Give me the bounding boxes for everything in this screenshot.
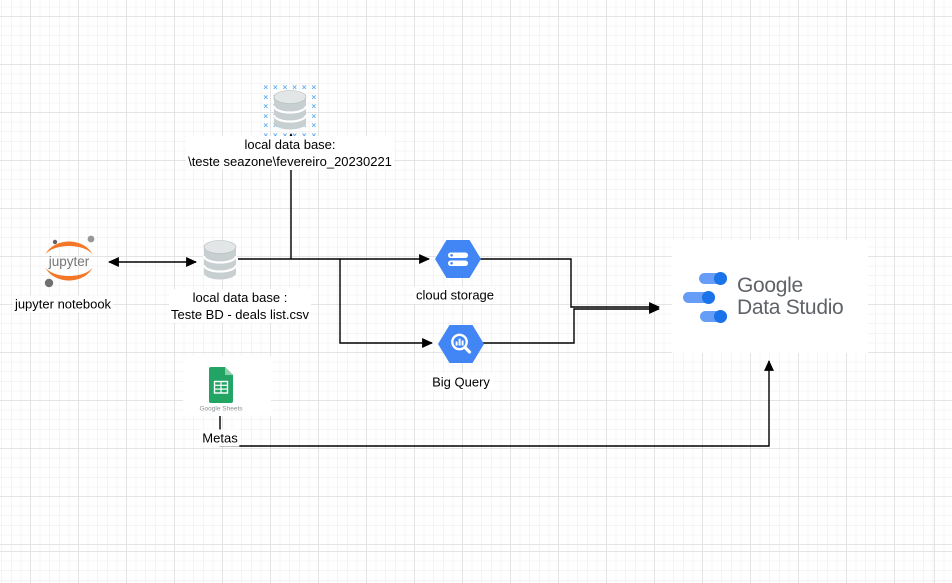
label-jupyter-text: jupyter notebook (14, 296, 112, 312)
jupyter-logo-text: jupyter (48, 254, 90, 269)
data-studio-brand-line2: Data Studio (737, 296, 844, 319)
edge-metas-datastudio[interactable] (219, 360, 774, 447)
edge-bigquery-datastudio[interactable] (483, 304, 660, 344)
data-studio-brand-line1: Google (737, 274, 803, 297)
node-jupyter[interactable]: jupyter (38, 232, 100, 295)
label-big-query-text: Big Query (432, 374, 490, 390)
google-sheets-icon (209, 367, 233, 403)
label-cloud-storage[interactable]: cloud storage (413, 286, 497, 304)
node-big-query[interactable] (438, 325, 484, 368)
label-selected-db-line1: local data base: (244, 137, 336, 152)
data-studio-logo-icon (683, 272, 727, 323)
label-jupyter[interactable]: jupyter notebook (12, 295, 114, 313)
label-local-db[interactable]: local data base : Teste BD - deals list.… (169, 289, 311, 323)
google-sheets-caption: Google Sheets (199, 405, 243, 413)
cloud-storage-icon (435, 240, 481, 278)
label-local-db-line1: local data base : (192, 290, 288, 305)
label-metas-text: Metas (202, 430, 238, 446)
label-local-db-line2: Teste BD - deals list.csv (171, 307, 309, 322)
big-query-icon (438, 325, 484, 363)
edge-localdb-bigquery[interactable] (339, 259, 433, 348)
database-icon (202, 240, 238, 280)
database-icon (272, 90, 308, 130)
data-studio-brand: Google Data Studio (737, 274, 844, 319)
label-selected-db-line2: \teste seazone\fevereiro_20230221 (188, 154, 392, 169)
jupyter-logo-icon: jupyter (44, 235, 95, 288)
node-local-db[interactable] (202, 238, 238, 287)
node-selected-db[interactable] (272, 88, 308, 137)
label-selected-db[interactable]: local data base: \teste seazone\fevereir… (186, 136, 394, 170)
edge-cloudstorage-datastudio[interactable] (479, 258, 660, 312)
node-google-sheets[interactable] (183, 356, 271, 416)
node-data-studio[interactable] (672, 240, 868, 353)
label-big-query[interactable]: Big Query (430, 373, 492, 391)
label-metas[interactable]: Metas (200, 429, 240, 447)
label-cloud-storage-text: cloud storage (415, 287, 495, 303)
node-cloud-storage[interactable] (435, 240, 481, 283)
